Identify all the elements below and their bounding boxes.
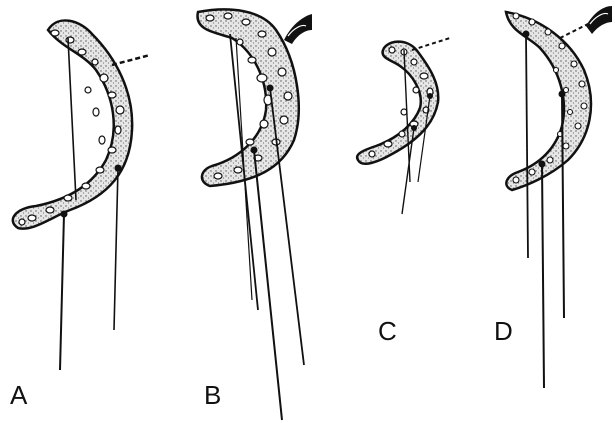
- eye-icon: [586, 6, 612, 34]
- stylet-d-2: [542, 164, 544, 388]
- stylet-a-1: [68, 38, 76, 200]
- pointer-line-c: [412, 38, 450, 50]
- panel-b: [197, 9, 312, 420]
- panel-label-c: C: [378, 318, 397, 344]
- panel-d: [506, 6, 612, 388]
- stylet-b-3: [254, 150, 282, 420]
- eye-icon: [284, 14, 312, 44]
- panel-label-a: A: [10, 382, 27, 408]
- tissue-section-b: [197, 9, 298, 186]
- panel-a: [13, 20, 150, 370]
- stylet-a-2: [60, 214, 64, 370]
- stylet-a-3: [114, 168, 118, 330]
- panel-label-d: D: [494, 318, 513, 344]
- tissue-section-c: [357, 42, 438, 164]
- panel-c: [357, 38, 450, 214]
- pointer-line-a: [112, 55, 150, 65]
- panel-label-b: B: [204, 382, 221, 408]
- tissue-section-d: [506, 12, 591, 190]
- stylet-d-1: [526, 34, 528, 258]
